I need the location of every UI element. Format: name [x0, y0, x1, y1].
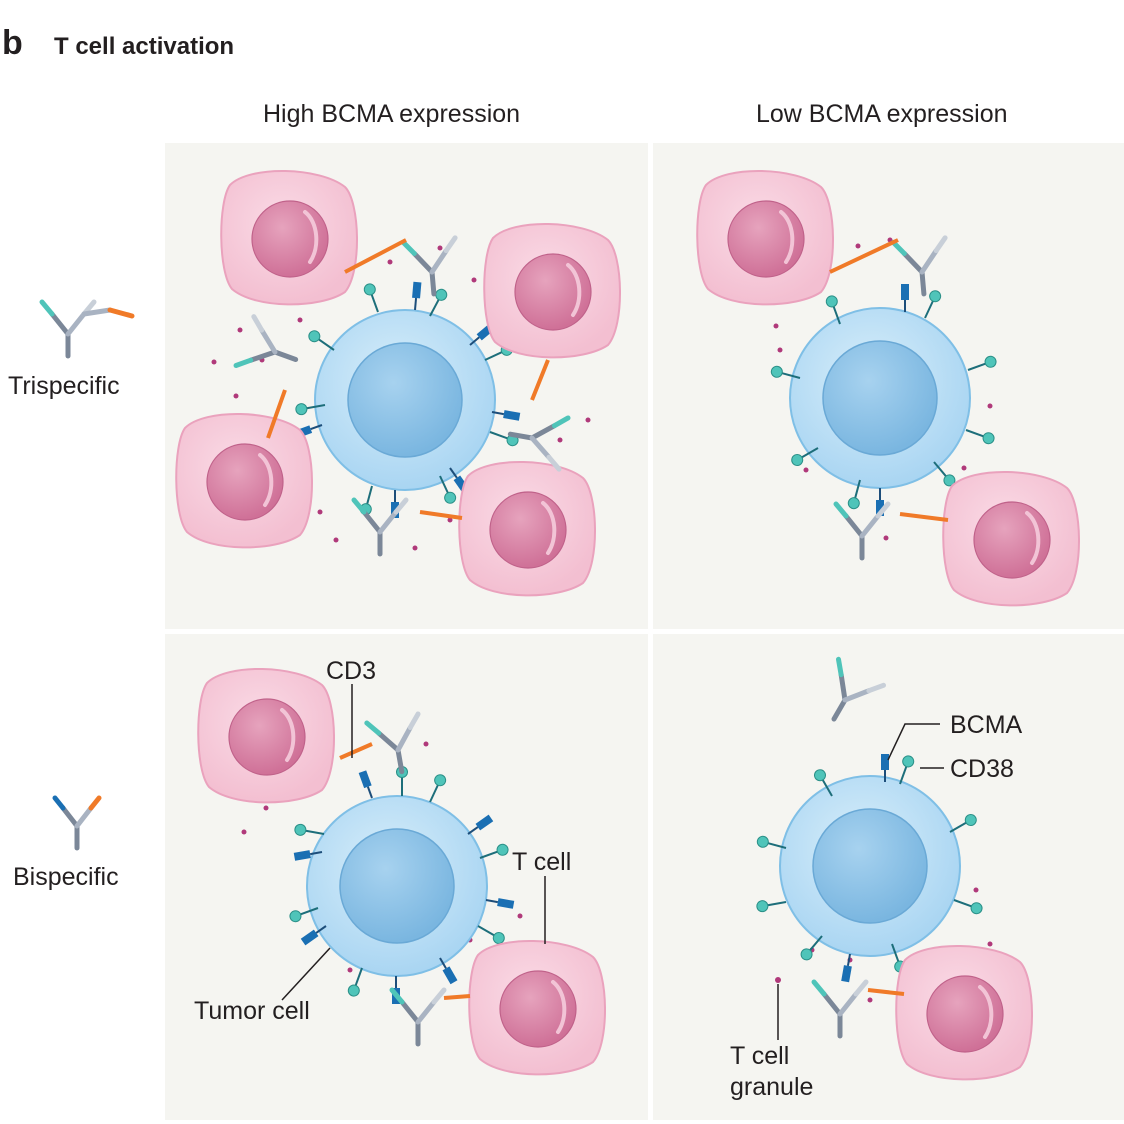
label-cd38: CD38	[950, 755, 1014, 783]
t-cell	[196, 666, 337, 805]
trispecific-antibody-icon	[42, 302, 135, 356]
label-t-cell: T cell	[512, 848, 571, 876]
bcma-leader	[887, 723, 940, 761]
panel-letter: b	[2, 24, 23, 62]
label-bcma: BCMA	[950, 711, 1023, 739]
t-cell	[457, 459, 598, 598]
tumor-cell-leader	[281, 947, 331, 1001]
column-header-high-bcma: High BCMA expression	[263, 100, 521, 128]
tumor-cell	[779, 775, 961, 957]
t-cell	[174, 411, 315, 550]
label-cd3: CD3	[326, 657, 376, 685]
figure-title: T cell activation	[54, 33, 235, 60]
bispecific-antibody	[811, 659, 905, 1036]
t-cell	[482, 221, 623, 360]
tumor-cell	[314, 309, 496, 491]
column-header-low-bcma: Low BCMA expression	[756, 100, 1008, 128]
tumor-cell	[789, 307, 971, 489]
label-t-cell-granule: T cell	[730, 1042, 789, 1070]
row-label-trispecific: Trispecific	[8, 372, 120, 400]
row-label-bispecific: Bispecific	[13, 863, 119, 891]
bispecific-antibody	[339, 714, 471, 1044]
t-cell	[941, 469, 1082, 608]
label-t-cell-granule: granule	[730, 1073, 813, 1101]
trispecific-antibody	[236, 238, 568, 554]
t-cell	[894, 943, 1035, 1082]
t-cell	[467, 938, 608, 1077]
tumor-cell	[306, 795, 488, 977]
label-tumor-cell: Tumor cell	[194, 997, 310, 1025]
t-cell	[219, 168, 360, 307]
granule-marker	[775, 977, 781, 983]
trispecific-antibody	[829, 238, 950, 558]
callout-leaders	[281, 684, 944, 1040]
t-cell	[695, 168, 836, 307]
bispecific-antibody-icon	[52, 795, 102, 851]
